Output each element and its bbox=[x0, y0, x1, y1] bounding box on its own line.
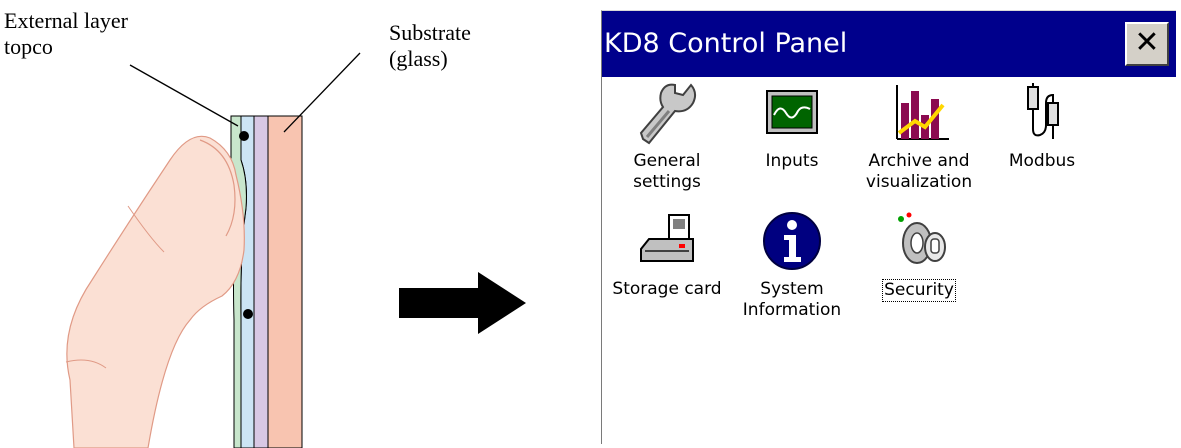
finger-nail bbox=[199, 139, 236, 237]
app-archive-visualization[interactable]: Archive and visualization bbox=[849, 81, 989, 193]
finger-shape bbox=[66, 135, 245, 448]
app-system-information[interactable]: System Information bbox=[722, 209, 862, 321]
finger-crease bbox=[127, 205, 165, 253]
app-inputs[interactable]: Inputs bbox=[722, 81, 862, 172]
app-label: Storage card bbox=[612, 279, 722, 299]
app-modbus[interactable]: Modbus bbox=[972, 81, 1112, 172]
window-title: KD8 Control Panel bbox=[604, 28, 848, 59]
middle-layer bbox=[253, 115, 269, 448]
close-button[interactable]: ✕ bbox=[1125, 22, 1169, 66]
leader-line bbox=[129, 64, 239, 127]
app-label: General settings bbox=[633, 151, 701, 192]
leader-line bbox=[283, 52, 361, 133]
substrate-label: Substrate (glass) bbox=[389, 20, 471, 71]
contact-dot bbox=[239, 131, 249, 141]
window-titlebar: KD8 Control Panel ✕ bbox=[602, 11, 1176, 77]
app-label: Security bbox=[882, 279, 956, 302]
contact-dot bbox=[243, 309, 253, 319]
external-layer-label: External layer topco bbox=[4, 8, 128, 59]
app-label: Inputs bbox=[765, 151, 819, 171]
arrow-right-icon bbox=[399, 272, 526, 334]
wrench-icon bbox=[639, 83, 697, 145]
app-label: Modbus bbox=[1008, 151, 1076, 171]
app-label: System Information bbox=[742, 279, 842, 320]
app-general-settings[interactable]: General settings bbox=[597, 81, 737, 193]
close-icon: ✕ bbox=[1134, 25, 1160, 60]
key-icon bbox=[898, 212, 946, 264]
app-security[interactable]: Security bbox=[849, 209, 989, 302]
card-reader-icon bbox=[640, 214, 694, 262]
monitor-icon bbox=[766, 90, 818, 134]
app-label: Archive and visualization bbox=[865, 151, 973, 192]
info-icon bbox=[763, 212, 821, 270]
connector-icon bbox=[1027, 83, 1059, 139]
app-storage-card[interactable]: Storage card bbox=[597, 209, 737, 300]
bar-chart-icon bbox=[896, 85, 949, 140]
substrate-layer bbox=[267, 115, 303, 448]
control-panel-window: KD8 Control Panel ✕ General settings Inp… bbox=[601, 10, 1176, 444]
finger-crease bbox=[65, 359, 107, 369]
